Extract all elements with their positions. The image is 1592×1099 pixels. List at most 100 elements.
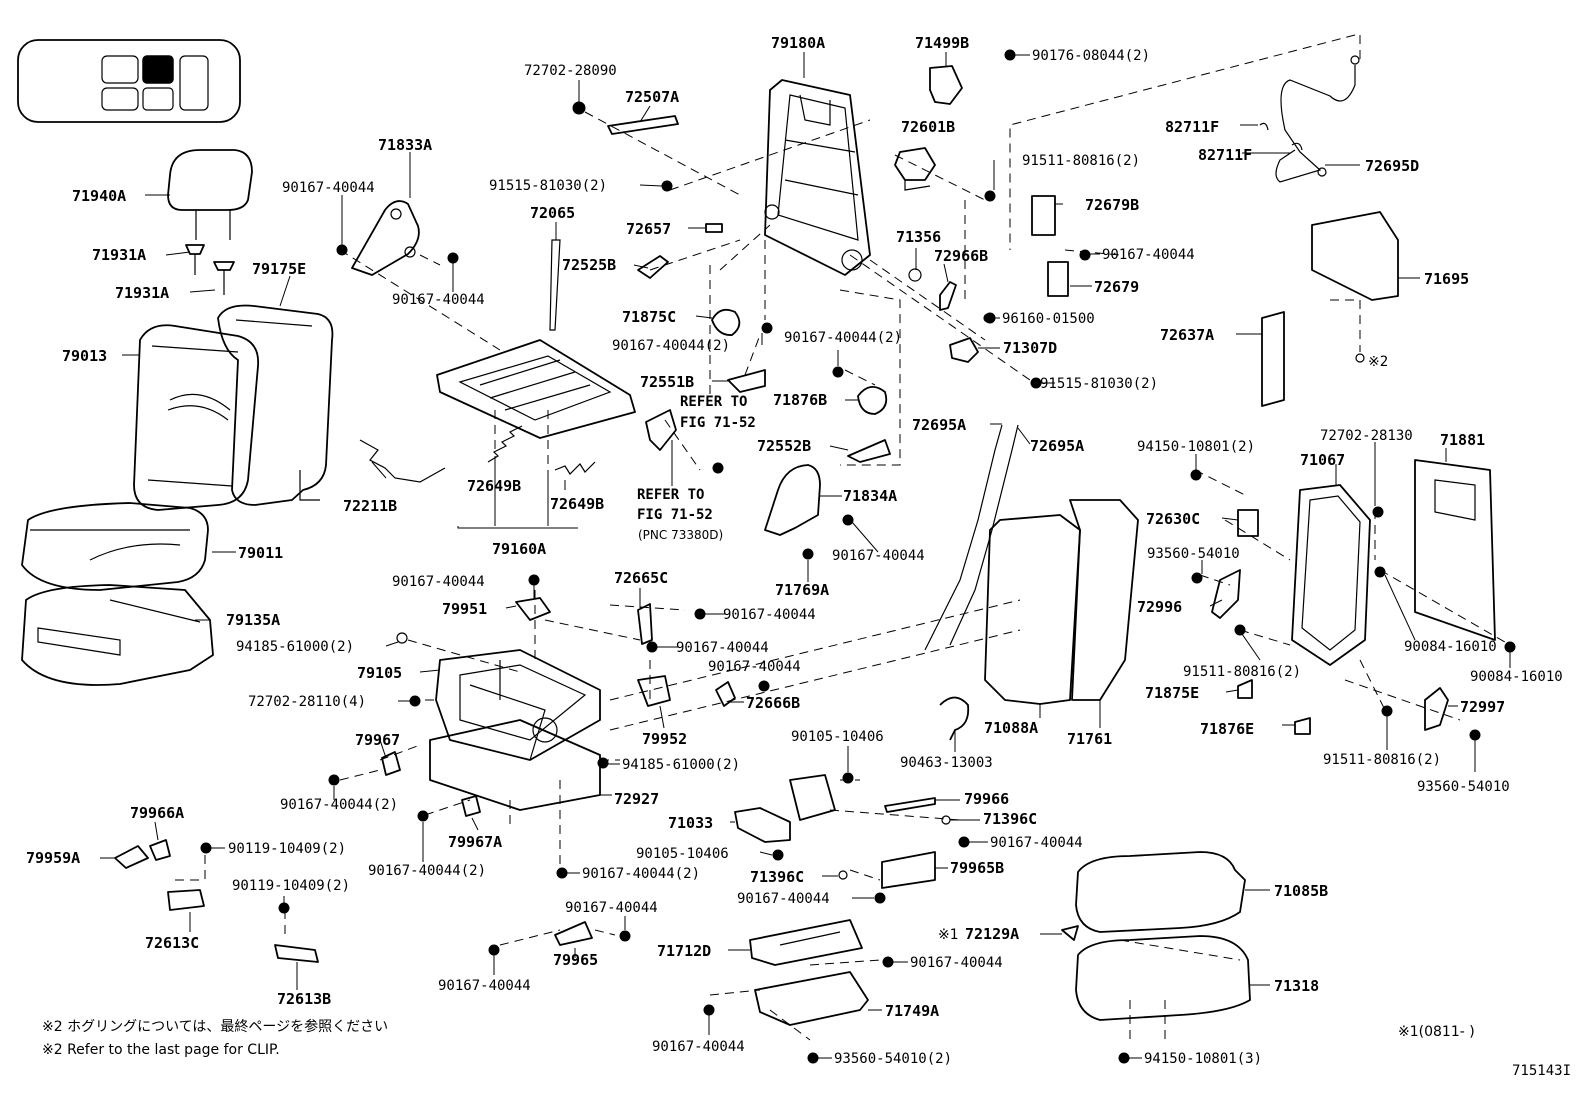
cover-71712D xyxy=(749,919,863,966)
part-label: 82711F xyxy=(1165,118,1219,136)
part-label: 90167-40044 xyxy=(708,659,801,675)
part-label: 71761 xyxy=(1067,730,1112,748)
part-label: 91511-80816(2) xyxy=(1022,153,1140,169)
part-label: 90167-40044(2) xyxy=(368,863,486,879)
part-label: 71695 xyxy=(1424,270,1469,288)
clip-71875E xyxy=(1237,679,1253,699)
part-label: 90167-40044 xyxy=(990,835,1083,851)
part-label: 71307D xyxy=(1003,339,1057,357)
part-label: 71033 xyxy=(668,814,713,832)
seatback-cover-71761 xyxy=(1069,499,1139,701)
part-label: 72702-28110(4) xyxy=(248,694,366,710)
bracket-79966A xyxy=(149,839,171,861)
part-label: 71499B xyxy=(915,34,969,52)
cover-72551B xyxy=(727,369,766,393)
part-label: 71356 xyxy=(896,228,941,246)
part-label: ※1 xyxy=(938,927,959,943)
clip-82711F xyxy=(1259,122,1303,151)
part-label: 90167-40044 xyxy=(676,640,769,656)
cover-72525B xyxy=(637,255,669,279)
bracket-79952 xyxy=(637,675,671,707)
seat-cushion-pad-79135A xyxy=(21,584,214,686)
part-label: 79105 xyxy=(357,664,402,682)
part-label: 90167-40044 xyxy=(723,607,816,623)
part-label: 72996 xyxy=(1137,598,1182,616)
part-label: 90167-40044 xyxy=(1102,247,1195,263)
corner-note: ※1(0811- ) xyxy=(1398,1024,1475,1040)
part-label: 79013 xyxy=(62,347,107,365)
bracket-72665C xyxy=(637,603,653,645)
band-90463-13003 xyxy=(939,696,970,741)
part-label: 71931A xyxy=(115,284,169,302)
part-label: FIG 71-52 xyxy=(637,507,713,523)
part-label: 71769A xyxy=(775,581,829,599)
part-label: 91511-80816(2) xyxy=(1183,664,1301,680)
part-label: 72613C xyxy=(145,934,199,952)
bolt-71356 xyxy=(908,268,922,282)
part-label: 71749A xyxy=(885,1002,939,1020)
bracket-71833A xyxy=(351,200,420,276)
clip-71876E xyxy=(1294,717,1311,735)
part-label: 90084-16010 xyxy=(1404,639,1497,655)
part-label: 72666B xyxy=(746,694,800,712)
recliner-72601B xyxy=(894,147,936,191)
footnote-en: ※2 Refer to the last page for CLIP. xyxy=(42,1042,280,1058)
part-label: 72552B xyxy=(757,437,811,455)
part-label: 90167-40044 xyxy=(392,292,485,308)
part-label: 82711F xyxy=(1198,146,1252,164)
part-label: 72702-28130 xyxy=(1320,428,1413,444)
bracket-79951 xyxy=(515,597,551,621)
part-label: 79966A xyxy=(130,804,184,822)
strap-72996 xyxy=(1211,569,1241,619)
part-label: 72649B xyxy=(467,477,521,495)
part-labels: 79180A 71499B 90176-08044(2) 72702-28090… xyxy=(26,34,1563,1067)
headrest-71940A xyxy=(167,149,253,240)
lever-72966B xyxy=(939,281,957,311)
part-label: 94185-61000(2) xyxy=(236,639,354,655)
seat-locator-icon xyxy=(17,39,241,123)
part-label: 90167-40044 xyxy=(832,548,925,564)
part-label: 71396C xyxy=(750,868,804,886)
bracket-72613C xyxy=(167,889,205,911)
part-label: 72927 xyxy=(614,790,659,808)
part-label: ※2 xyxy=(1368,354,1388,370)
clip-79967A xyxy=(461,795,481,817)
part-label: 90167-40044(2) xyxy=(784,330,902,346)
part-label: 79135A xyxy=(226,611,280,629)
cover-71875C xyxy=(711,308,741,336)
part-label: 72129A xyxy=(965,925,1019,943)
cable-72695D xyxy=(1275,55,1360,183)
cover-71881 xyxy=(1414,459,1496,641)
part-label: 90105-10406 xyxy=(636,846,729,862)
part-label: 72679B xyxy=(1085,196,1139,214)
seatback-cover-79013 xyxy=(133,324,260,511)
bracket-72679 xyxy=(1047,261,1069,297)
part-label: 72551B xyxy=(640,373,694,391)
part-label: 90167-40044 xyxy=(392,574,485,590)
part-label: 90119-10409(2) xyxy=(232,878,350,894)
part-label: 71876B xyxy=(773,391,827,409)
bracket-71307D xyxy=(949,337,979,363)
bracket-72679B xyxy=(1031,195,1056,236)
cover-71876B xyxy=(857,386,888,415)
seatback-pad-79175E xyxy=(217,304,334,506)
part-label: 90176-08044(2) xyxy=(1032,48,1150,64)
part-label: 90084-16010 xyxy=(1470,669,1563,685)
part-label: 72637A xyxy=(1160,326,1214,344)
part-label: 71088A xyxy=(984,719,1038,737)
bracket-79959A xyxy=(114,845,149,869)
lock-71499B xyxy=(929,65,963,105)
part-label: 71396C xyxy=(983,810,1037,828)
part-label: 91515-81030(2) xyxy=(1040,376,1158,392)
part-label: 71067 xyxy=(1300,451,1345,469)
part-label: REFER TO xyxy=(637,487,704,503)
cover-72507A xyxy=(607,115,679,135)
part-label: 71881 xyxy=(1440,431,1485,449)
cushion-frame-79160A xyxy=(436,339,636,439)
bracket-79965B xyxy=(881,851,936,889)
part-label: 72507A xyxy=(625,88,679,106)
part-label: 72702-28090 xyxy=(524,63,617,79)
seatback-wire-72211B xyxy=(359,439,446,483)
part-label: 79952 xyxy=(642,730,687,748)
